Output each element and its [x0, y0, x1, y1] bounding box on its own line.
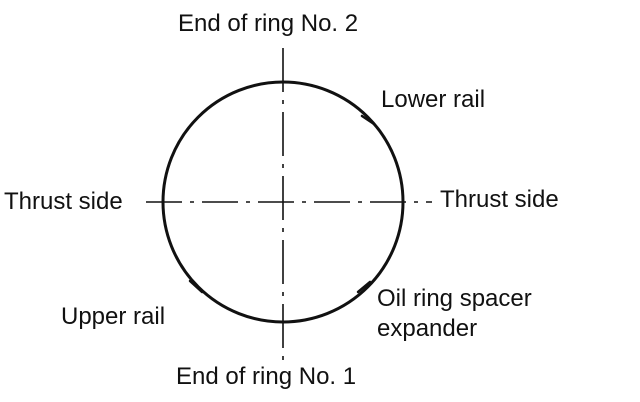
label-upper-rail: Upper rail — [61, 303, 166, 330]
label-oil-ring-spacer: Oil ring spacer — [377, 285, 532, 312]
label-thrust-side-right: Thrust side — [440, 186, 559, 213]
label-lower-rail: Lower rail — [381, 86, 486, 113]
label-end-of-ring-1: End of ring No. 1 — [176, 363, 357, 390]
label-thrust-side-left: Thrust side — [4, 188, 123, 215]
label-end-of-ring-2: End of ring No. 2 — [178, 10, 359, 37]
piston-ring-circle — [161, 80, 405, 324]
label-oil-ring-expander: expander — [377, 315, 478, 342]
oil-ring-expander-gap-mark — [356, 280, 372, 294]
upper-rail-gap-mark — [188, 279, 204, 294]
lower-rail-gap-mark — [360, 114, 376, 126]
